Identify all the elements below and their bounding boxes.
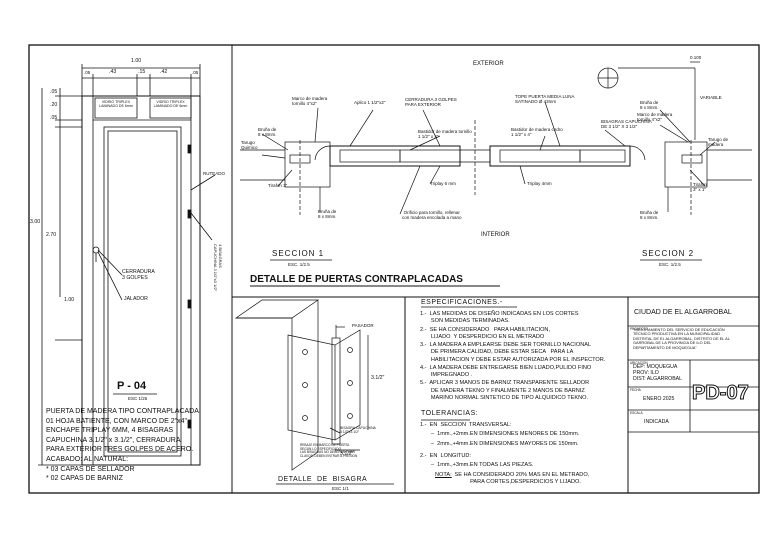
- callout-bruna-tr: Bruña de 8 x 8mm.: [640, 100, 659, 111]
- jalador-label: JALADOR: [124, 296, 148, 302]
- dim-left-b: .20: [50, 102, 58, 108]
- ubicacion-text: DEP: MOQUEGUA PROV: ILO DIST: ALGARROBAL: [633, 364, 683, 382]
- desc-line: PARA EXTERIOR TRES GOLPES DE ACERO.: [46, 446, 194, 454]
- proyecto-label: PROYECTO: [630, 327, 648, 331]
- tolerancia-line: 1.- EN SECCION TRANSVERSAL:: [420, 422, 512, 428]
- nota-text: SE HA CONSIDERADO 20% MAS EN EL METRADO,…: [454, 472, 590, 486]
- sheet-number: PD-07: [692, 382, 750, 405]
- hinge-detail-scale: ESC 1/1: [332, 486, 349, 491]
- callout-cerradura: CERRADURA 3 GOLPES PARA EXTERIOR: [405, 97, 457, 108]
- desc-line: * 03 CAPAS DE SELLADOR: [46, 465, 135, 473]
- fecha-text: ENERO 2025: [643, 396, 675, 402]
- fecha-label: FECHA: [630, 388, 641, 392]
- callout-variable: VARIABLE: [700, 95, 722, 100]
- title-block-city: CIUDAD DE EL ALGARROBAL: [634, 309, 732, 316]
- callout-tirafon-r: Tirafon 3" x 1": [693, 182, 707, 193]
- ubicacion-label: UBICACION: [630, 361, 648, 365]
- door-code: P - 04: [117, 380, 147, 392]
- section-1-scale: ESC. 1/2.5: [288, 262, 310, 267]
- dim-left-total: 3.00: [30, 219, 41, 225]
- callout-triplay-1: Triplay 6 mm: [430, 181, 456, 186]
- spec-item: 4.- LA MADERA DEBE ENTREGARSE BIEN LIJAD…: [420, 364, 592, 379]
- callout-tarugo-r: Tarugo de madera: [708, 137, 729, 148]
- sheet-border: [28, 44, 760, 494]
- tolerancias-list: 1.- EN SECCION TRANSVERSAL: – 1mm.,+2mm.…: [420, 422, 579, 469]
- escala-text: INDICADA: [644, 419, 669, 425]
- glass-label-right: VIDRIO TRIPLEX LAMINADO DE 6mm: [153, 100, 188, 109]
- section-detail: [240, 61, 752, 287]
- hinge-pin-label: PASADOR: [352, 323, 374, 328]
- callout-bastidor-2: Bastidor de madera cedro 1 1/2" x 4": [511, 127, 563, 138]
- callout-bruna-br: Bruña de 8 x 8mm.: [640, 210, 659, 221]
- hinge-dim-width: 3.1/2": [340, 451, 354, 457]
- callout-bastidor-1: Bastidor de madera tornillo 1 1/2" x 4": [418, 129, 472, 140]
- dim-left-c: .05: [50, 115, 58, 121]
- dim-top-c: .42: [160, 69, 168, 75]
- desc-line: * 02 CAPAS DE BARNIZ: [46, 475, 123, 483]
- dim-left-leaf: 2.70: [46, 232, 57, 238]
- door-scale: ESC 1/25: [128, 396, 148, 401]
- dim-top-a: .43: [109, 69, 117, 75]
- callout-triplay-2: Triplay 4mm: [527, 181, 552, 186]
- spec-item: 1.- LAS MEDIDAS DE DISEÑO INDICADAS EN L…: [420, 311, 579, 325]
- door-description: PUERTA DE MADERA TIPO CONTRAPLACADA, 01 …: [46, 407, 201, 484]
- section-2-label: SECCION 2: [642, 249, 695, 258]
- callout-tirafon-l: Tirafon 3": [268, 183, 288, 188]
- hinge-dim-height: 3.1/2": [371, 375, 385, 381]
- callout-bruna-bl: Bruña de 8 x 8mm.: [318, 209, 337, 220]
- tolerancia-line: – 2mm.,+4mm.EN DIMENSIONES MAYORES DE 15…: [420, 440, 579, 447]
- hinge-detail-title: DETALLE DE BISAGRA: [278, 476, 368, 483]
- nota-label: NOTA:: [435, 472, 452, 478]
- callout-bruna-tl: Bruña de 8 x 8mm.: [258, 127, 277, 138]
- desc-line: 01 HOJA BATIENTE, CON MARCO DE 2"x4",: [46, 417, 189, 425]
- callout-bisagras: BISAGRAS CAPUCHINA DE 3 1/2" X 3 1/2": [601, 119, 652, 130]
- dim-top-d: .05: [84, 70, 91, 75]
- hinge-detail: [234, 299, 394, 485]
- door-elevation: [38, 64, 216, 466]
- callout-aplico: Aplico 1 1/2"x2": [354, 100, 386, 105]
- ruteado-label: RUTEADO: [203, 171, 226, 176]
- dim-left-a: .05: [50, 89, 58, 95]
- callout-tarugo-l: Tarugo Quimico: [241, 140, 258, 151]
- desc-line: ENCHAPE TRIPLAY 6MM, 4 BISAGRAS: [46, 427, 174, 435]
- escala-label: ESCALA: [630, 411, 643, 415]
- tolerancia-line: – 1mm.,+3mm.EN TODAS LAS PIEZAS.: [420, 462, 534, 469]
- proyecto-text: "MEJORAMIENTO DEL SERVICIO DE EDUCACIÓN …: [633, 327, 730, 350]
- dim-left-handle: 1.00: [64, 297, 75, 303]
- dim-top-e: .05: [192, 70, 199, 75]
- interior-label: INTERIOR: [481, 232, 510, 238]
- hinge-note-1: BISAGRA CAPUCHINA 3 1/2"x3 1/2": [340, 426, 376, 434]
- desc-line: PUERTA DE MADERA TIPO CONTRAPLACADA,: [46, 408, 201, 415]
- desc-line: CAPUCHINA 3.1/2" x 3.1/2", CERRADURA: [46, 436, 181, 444]
- spec-item: 2.- SE HA CONSIDERADO PARA HABILITACION,…: [420, 326, 551, 340]
- tolerancias-title: TOLERANCIAS:: [421, 410, 479, 417]
- callout-marco-r: Marco de madera tornillo 4"x2": [637, 112, 673, 123]
- section-1-label: SECCION 1: [272, 249, 325, 258]
- callout-dim-top: 0.100: [690, 55, 702, 60]
- glass-label-left: VIDRIO TRIPLEX LAMINADO DE 6mm: [99, 100, 133, 109]
- callout-orificio: Orificio para tornillo, rellenar con mad…: [402, 210, 462, 221]
- dim-top-b: .15: [138, 69, 146, 75]
- specs-title: ESPECIFICACIONES.-: [421, 299, 503, 306]
- spec-item: 3.- LA MADERA A EMPLEARSE DEBE SER TORNI…: [420, 342, 606, 363]
- tolerancia-line: – 1mm.,+2mm.EN DIMENSIONES MENORES DE 15…: [420, 431, 580, 438]
- exterior-label: EXTERIOR: [473, 61, 504, 67]
- section-detail-title: DETALLE DE PUERTAS CONTRAPLACADAS: [250, 274, 463, 285]
- callout-tope: TOPE PUERTA MEDIA LUNA SATINADO Ø 43mm: [515, 94, 575, 105]
- hinge-note-2: REBAJE EN MARCO DE PUERTA SEGUN LO ESPEC…: [300, 443, 358, 459]
- specs-list: 1.- LAS MEDIDAS DE DISEÑO INDICADAS EN L…: [420, 311, 626, 402]
- section-2-scale: ESC. 1/2.5: [659, 262, 681, 267]
- cerradura-label: CERRADURA 3 GOLPES: [122, 269, 155, 281]
- callout-marco: Marco de madera tornillo 4"x2": [292, 96, 328, 107]
- tolerancia-line: 2.- EN LONGITUD:: [420, 452, 471, 459]
- spec-item: 5.- APLICAR 3 MANOS DE BARNIZ TRANSPAREN…: [420, 380, 590, 401]
- dim-top-total: 1.00: [131, 58, 142, 64]
- bisagras-note: 4 BISAGRAS CAPUCHINA 3 1/2"x3 1/2": [213, 244, 223, 292]
- title-block: [421, 306, 759, 433]
- desc-line: ACABADO: AL NATURAL:: [46, 455, 129, 463]
